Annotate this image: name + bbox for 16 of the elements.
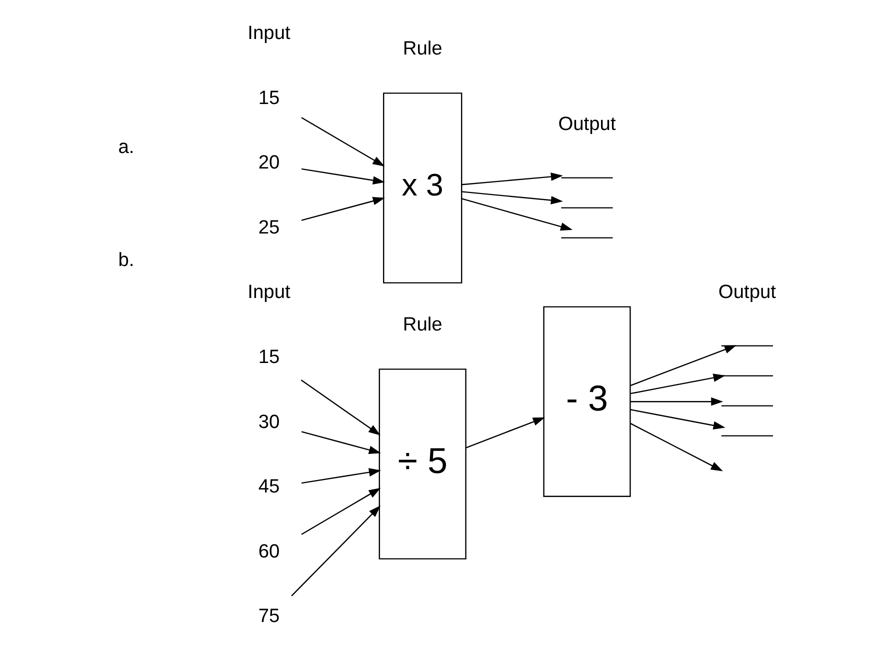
label: Input [248,22,290,44]
node-text: 60 [258,541,280,562]
node-text: 45 [258,476,280,498]
node-text: 25 [258,217,280,238]
label: Output [558,114,616,136]
node-text: 15 [258,346,280,368]
label: Rule [402,314,442,336]
node-text: 20 [258,152,280,174]
label: Output [718,282,776,304]
node-text: 75 [258,606,280,628]
label: a. [118,136,134,158]
label: b. [118,250,134,271]
node-text: 15 [258,88,280,109]
label: Rule [402,38,442,60]
node-text: 30 [258,412,280,433]
label: Input [248,282,290,304]
